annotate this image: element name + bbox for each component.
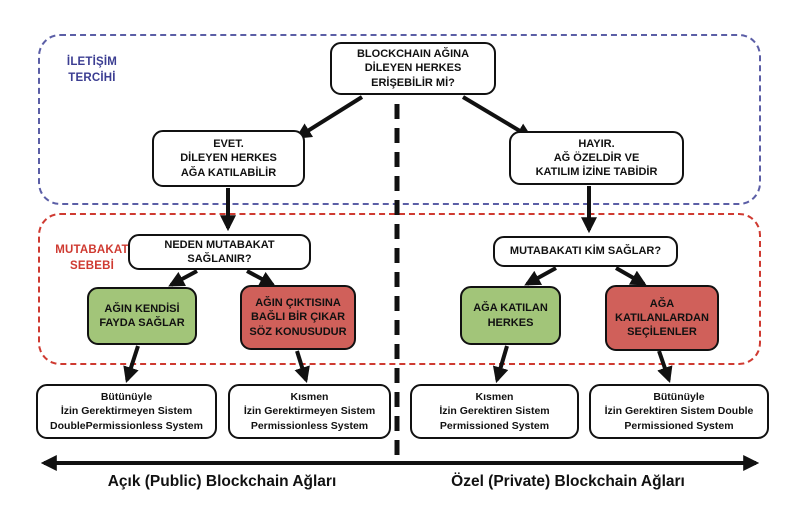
communication-preference-label: İLETİŞİM TERCİHİ xyxy=(66,56,118,84)
node-root-question: BLOCKCHAIN AĞINA DİLEYEN HERKES ERİŞEBİL… xyxy=(330,42,496,95)
node-answer-no: HAYIR. AĞ ÖZELDİR VE KATILIM İZİNE TABİD… xyxy=(509,131,684,185)
node-selected-participants: AĞA KATILANLARDAN SEÇİLENLER xyxy=(605,285,719,351)
node-outcome-permissionless: Kısmen İzin Gerektirmeyen Sistem Permiss… xyxy=(228,384,391,439)
axis-label-public-networks: Açık (Public) Blockchain Ağları xyxy=(107,473,337,490)
node-output-interest: AĞIN ÇIKTISINA BAĞLI BİR ÇIKAR SÖZ KONUS… xyxy=(240,285,356,350)
node-outcome-double-permissionless: Bütünüyle İzin Gerektirmeyen Sistem Doub… xyxy=(36,384,217,439)
node-network-self-benefit: AĞIN KENDİSİ FAYDA SAĞLAR xyxy=(87,287,197,345)
node-outcome-permissioned: Kısmen İzin Gerektiren Sistem Permission… xyxy=(410,384,579,439)
node-why-consensus: NEDEN MUTABAKAT SAĞLANIR? xyxy=(128,234,311,270)
node-answer-yes: EVET. DİLEYEN HERKES AĞA KATILABİLİR xyxy=(152,130,305,187)
node-outcome-double-permissioned: Bütünüyle İzin Gerektiren Sistem Double … xyxy=(589,384,769,439)
node-who-consensus: MUTABAKATI KİM SAĞLAR? xyxy=(493,236,678,267)
consensus-reason-label: MUTABAKAT SEBEBİ xyxy=(55,244,129,272)
node-everyone-joins: AĞA KATILAN HERKES xyxy=(460,286,561,345)
axis-label-private-networks: Özel (Private) Blockchain Ağları xyxy=(451,473,685,490)
